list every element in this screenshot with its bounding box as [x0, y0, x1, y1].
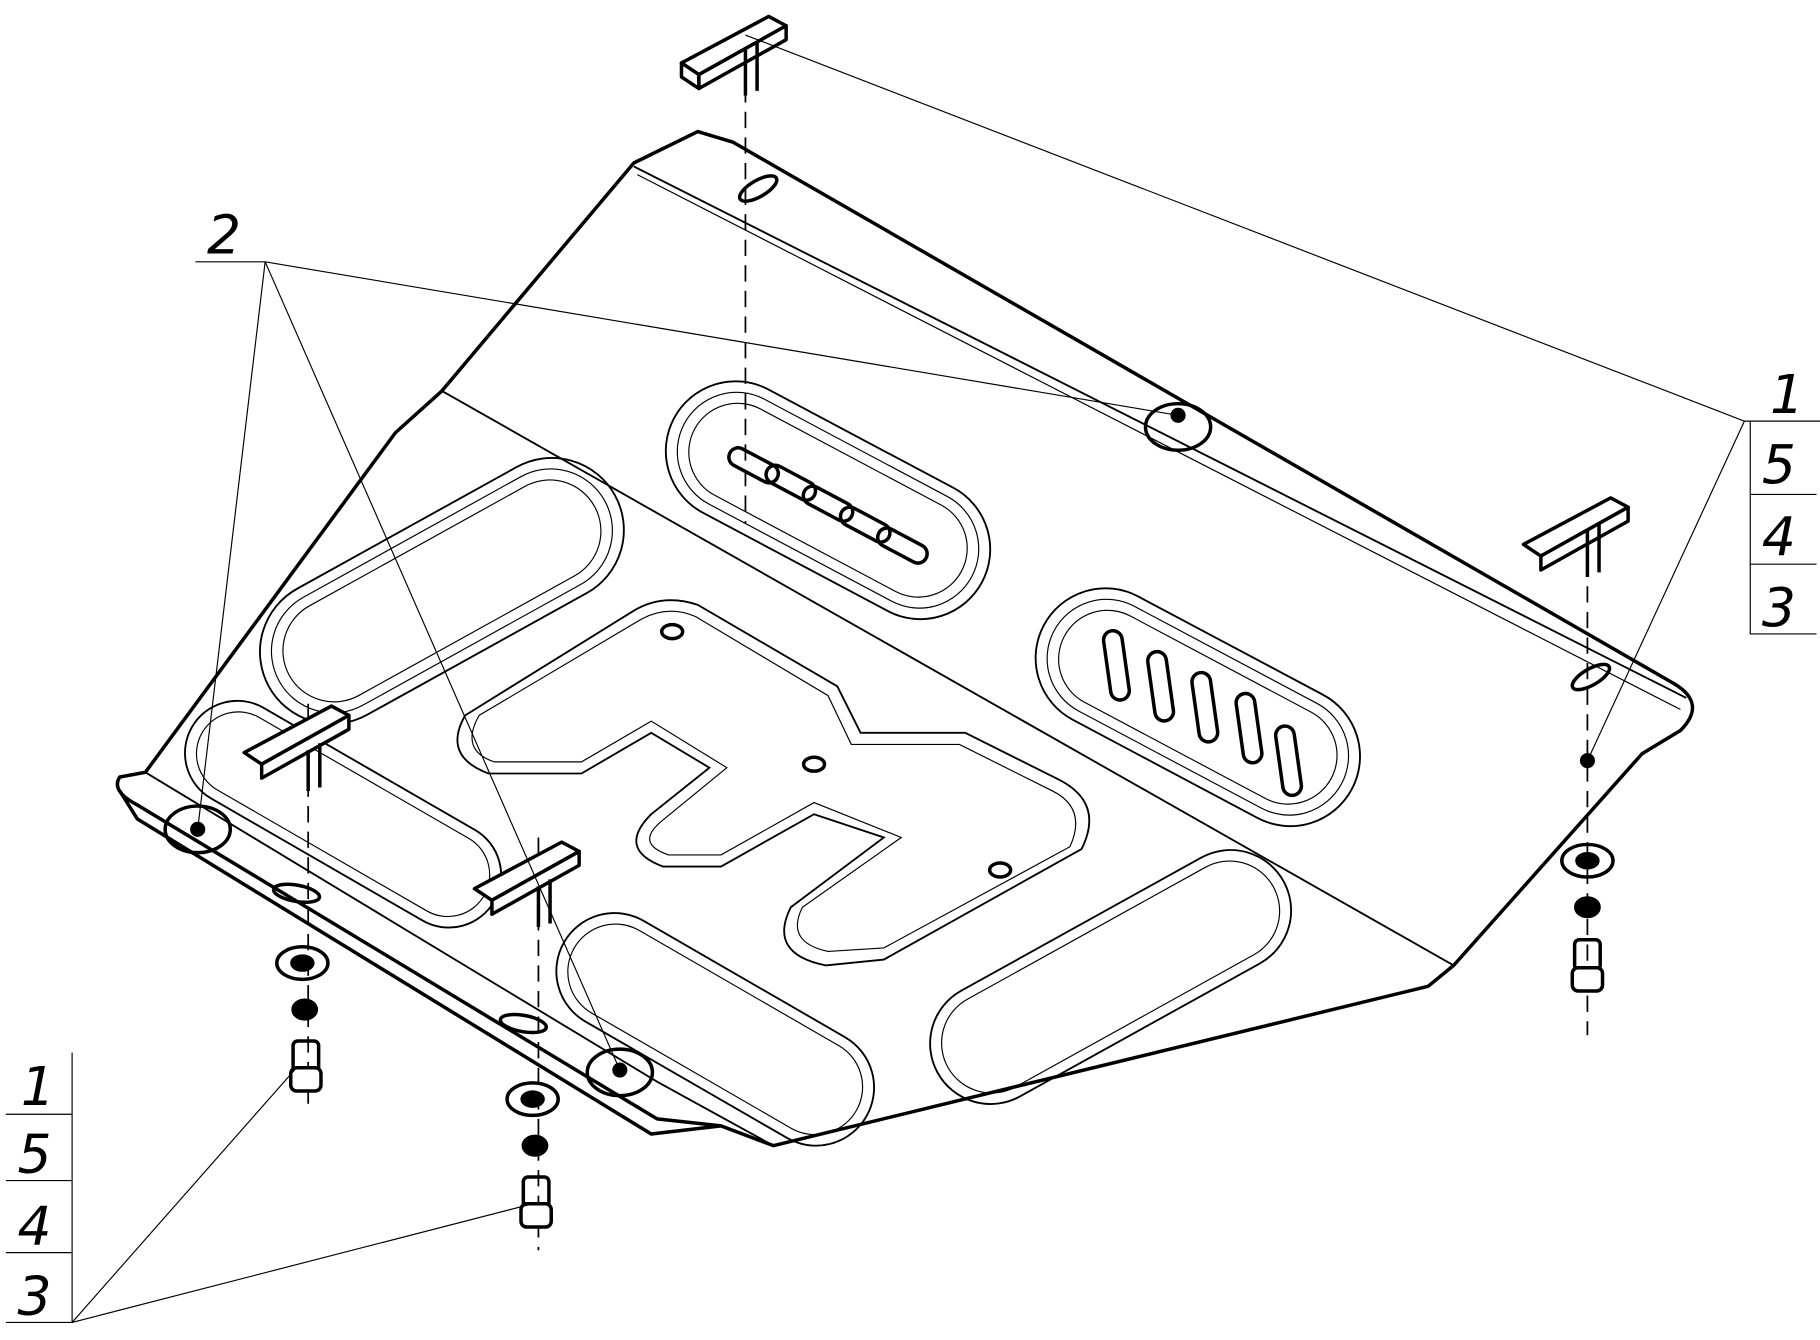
clip-nuts	[242, 14, 1630, 928]
callout-right-4: 4	[1762, 505, 1796, 568]
callout-2: 2	[207, 204, 241, 267]
fastener-axes	[307, 35, 1589, 1251]
callout-right-3: 3	[1762, 576, 1796, 639]
callout-left-5: 5	[17, 1122, 51, 1185]
callout-right-5: 5	[1762, 433, 1796, 496]
mount-holes	[271, 174, 1612, 1035]
rubber-pads	[163, 401, 1595, 1098]
callout-right-1: 1	[1770, 363, 1804, 426]
vent-slots	[727, 446, 1304, 798]
stamped-recesses	[163, 174, 1612, 1147]
skid-plate	[115, 129, 1695, 1148]
callout-left-1: 1	[21, 1055, 55, 1118]
callout-left-3: 3	[17, 1264, 51, 1327]
callout-left-4: 4	[17, 1194, 51, 1257]
leader-lines	[5, 34, 1820, 1323]
callout-labels: 2 1 5 4 3 1 5 4 3	[17, 204, 1804, 1328]
bolts-washers	[275, 842, 1615, 1229]
